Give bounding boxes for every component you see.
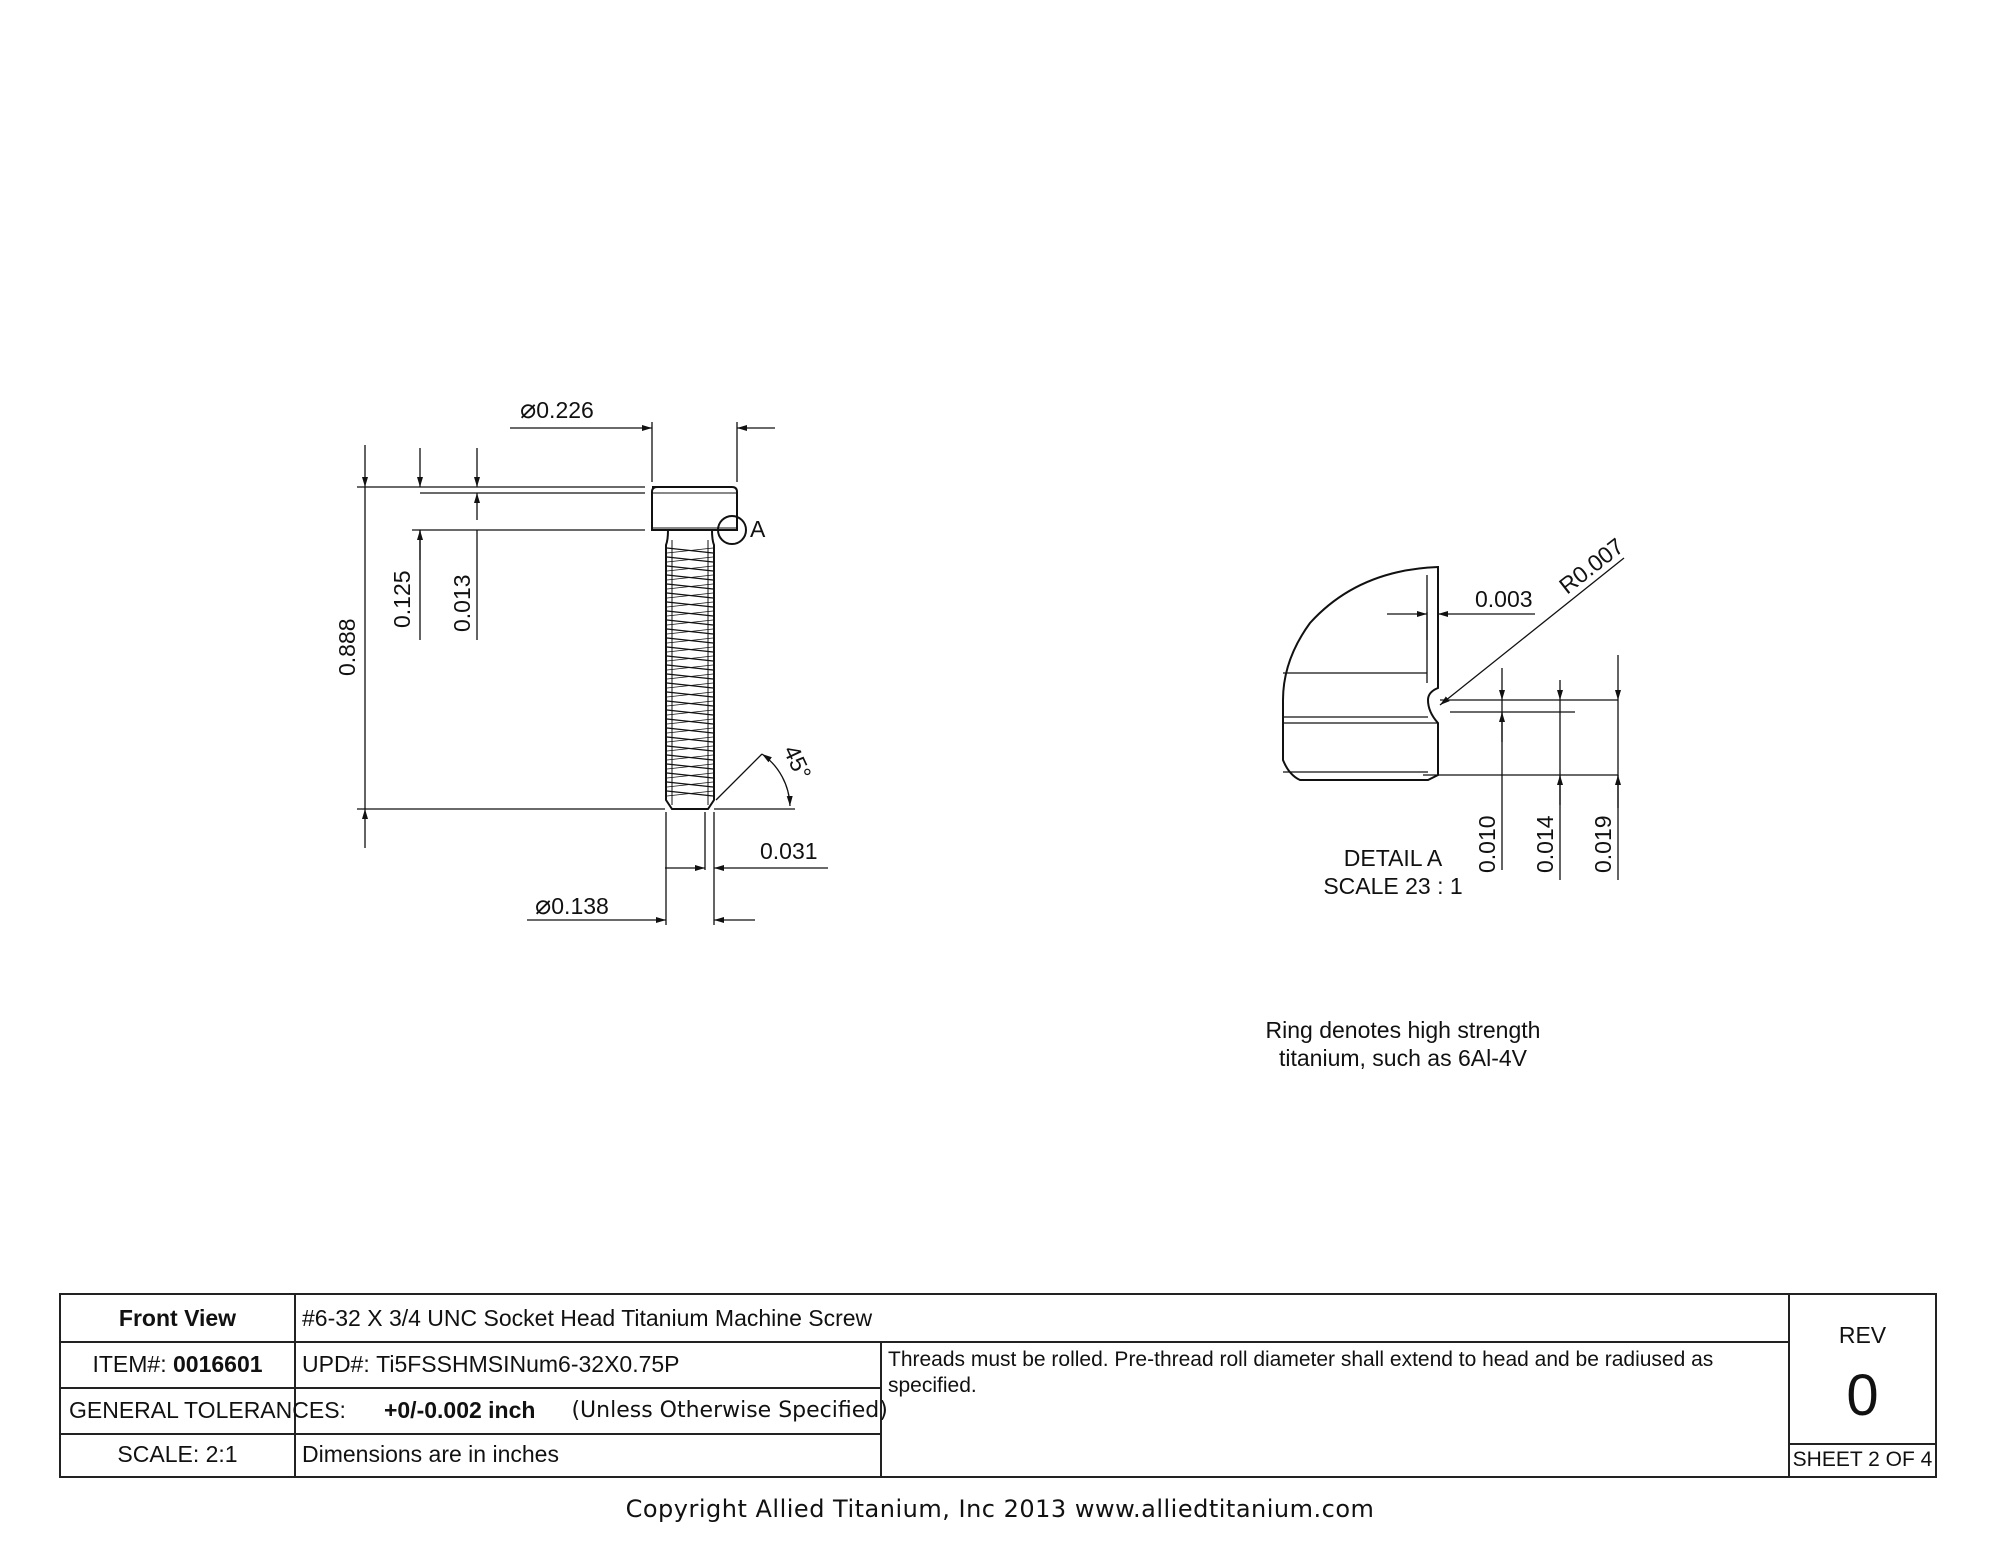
- thread-line: [666, 790, 714, 797]
- item-label: ITEM#:: [92, 1350, 167, 1377]
- material-note-line1: Ring denotes high strength: [1266, 1017, 1541, 1043]
- sheet-number: SHEET 2 OF 4: [1792, 1447, 1933, 1471]
- detail-dim-a-label: 0.010: [1474, 815, 1500, 873]
- dim-fillet-offset-label: 0.013: [449, 574, 475, 632]
- thread-line: [666, 547, 714, 554]
- view-label: Front View: [118, 1304, 237, 1331]
- thread-line: [666, 718, 714, 725]
- detail-dim-c-label: 0.019: [1590, 815, 1616, 873]
- detail-dim-b-label: 0.014: [1532, 815, 1558, 873]
- tolerance-value: +0/-0.002 inch: [383, 1396, 536, 1423]
- general-tolerances: GENERAL TOLERANCES: +0/-0.002 inch (Unle…: [61, 1387, 888, 1433]
- dim-overall-length-label: 0.888: [334, 618, 360, 676]
- part-description: #6-32 X 3/4 UNC Socket Head Titanium Mac…: [302, 1304, 873, 1331]
- thread-line: [666, 565, 714, 572]
- units-note: Dimensions are in inches: [302, 1441, 559, 1467]
- thread-line: [666, 754, 714, 761]
- detail-a-view: [1282, 565, 1439, 781]
- dim-thread-diameter-label: ⌀0.138: [535, 890, 609, 920]
- dim-head-diameter-label: ⌀0.226: [520, 394, 594, 424]
- thread-line: [666, 610, 714, 617]
- thread-line: [666, 772, 714, 779]
- thread-line: [666, 556, 714, 563]
- thread-line: [666, 691, 714, 698]
- material-note: Ring denotes high strength titanium, suc…: [1266, 1017, 1541, 1071]
- screw-shank: [665, 529, 715, 810]
- title-block: Front View #6-32 X 3/4 UNC Socket Head T…: [59, 1293, 1937, 1478]
- rev-label: REV: [1838, 1321, 1887, 1348]
- thread-line: [666, 646, 714, 653]
- thread-line: [666, 736, 714, 743]
- drawing-scale: SCALE: 2:1: [117, 1441, 238, 1467]
- manufacturing-notes: Threads must be rolled. Pre-thread roll …: [888, 1348, 1714, 1397]
- thread-line: [666, 745, 714, 752]
- dim-chamfer-length-label: 0.031: [760, 838, 818, 864]
- detail-scale: SCALE 23 : 1: [1323, 873, 1462, 899]
- dim-chamfer-angle-label: 45°: [778, 741, 816, 784]
- thread-line: [666, 673, 714, 680]
- thread-line: [666, 637, 714, 644]
- thread-pattern: [666, 547, 714, 797]
- main-dimension-labels: ⌀0.226 0.888 0.125 0.013 45° 0.031 ⌀0.13…: [334, 394, 818, 920]
- detail-undercut-width-label: 0.003: [1475, 586, 1533, 612]
- main-dimension-lines: [357, 422, 828, 925]
- thread-line: [666, 781, 714, 788]
- thread-line: [666, 583, 714, 590]
- thread-line: [666, 700, 714, 707]
- rev-value: 0: [1846, 1362, 1879, 1428]
- screw-front-view: [651, 486, 747, 810]
- dim-head-height-label: 0.125: [389, 570, 415, 628]
- thread-line: [666, 574, 714, 581]
- detail-a-callout-label: A: [750, 516, 766, 542]
- upd-label: UPD#:: [302, 1350, 370, 1377]
- thread-line: [666, 727, 714, 734]
- thread-line: [666, 763, 714, 770]
- thread-line: [666, 655, 714, 662]
- thread-line: [666, 664, 714, 671]
- item-value: 0016601: [172, 1350, 263, 1377]
- thread-line: [666, 601, 714, 608]
- upd-value: Ti5FSSHMSINum6-32X0.75P: [376, 1350, 680, 1377]
- upd-number: UPD#: Ti5FSSHMSINum6-32X0.75P: [294, 1341, 880, 1387]
- thread-line: [666, 709, 714, 716]
- detail-a-callout-circle: [717, 515, 747, 545]
- detail-radius-label: R0.007: [1554, 533, 1628, 599]
- item-number: ITEM#: 0016601: [61, 1341, 294, 1387]
- copyright-footer: Copyright Allied Titanium, Inc 2013 www.…: [625, 1495, 1375, 1523]
- thread-line: [666, 619, 714, 626]
- thread-line: [666, 628, 714, 635]
- thread-line: [666, 682, 714, 689]
- detail-head-outline: [1282, 565, 1439, 781]
- tolerance-label: GENERAL TOLERANCES:: [69, 1396, 346, 1423]
- tolerance-note: (Unless Otherwise Specified): [571, 1397, 888, 1423]
- detail-dimension-labels: 0.003 R0.007 0.010 0.014 0.019 DETAIL A …: [1323, 533, 1628, 899]
- detail-dimension-lines: [1387, 557, 1625, 880]
- detail-title: DETAIL A: [1344, 845, 1443, 871]
- screw-head: [651, 486, 738, 531]
- thread-line: [666, 592, 714, 599]
- material-note-line2: titanium, such as 6Al-4V: [1279, 1045, 1528, 1071]
